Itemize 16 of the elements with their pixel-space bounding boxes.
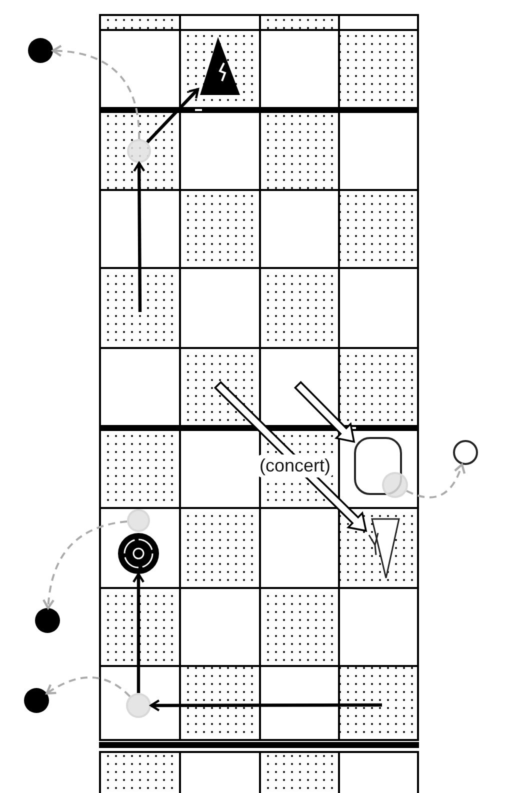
arrow [150,699,382,712]
edge-label: (concert) [256,454,334,478]
arrow [146,88,200,144]
captured-piece [28,38,53,63]
arrow [132,572,145,693]
triangle-piece [198,35,242,97]
dashed-arrow [406,463,466,498]
arrow [133,162,146,312]
dashed-arrow [52,45,140,140]
dashed-arrow [46,676,131,698]
captured-piece [24,688,49,713]
hollow-arrow [294,380,356,443]
circle-piece [453,440,478,465]
triangle-piece [366,517,402,580]
captured-piece [35,608,60,633]
dashed-arrow [42,520,128,610]
